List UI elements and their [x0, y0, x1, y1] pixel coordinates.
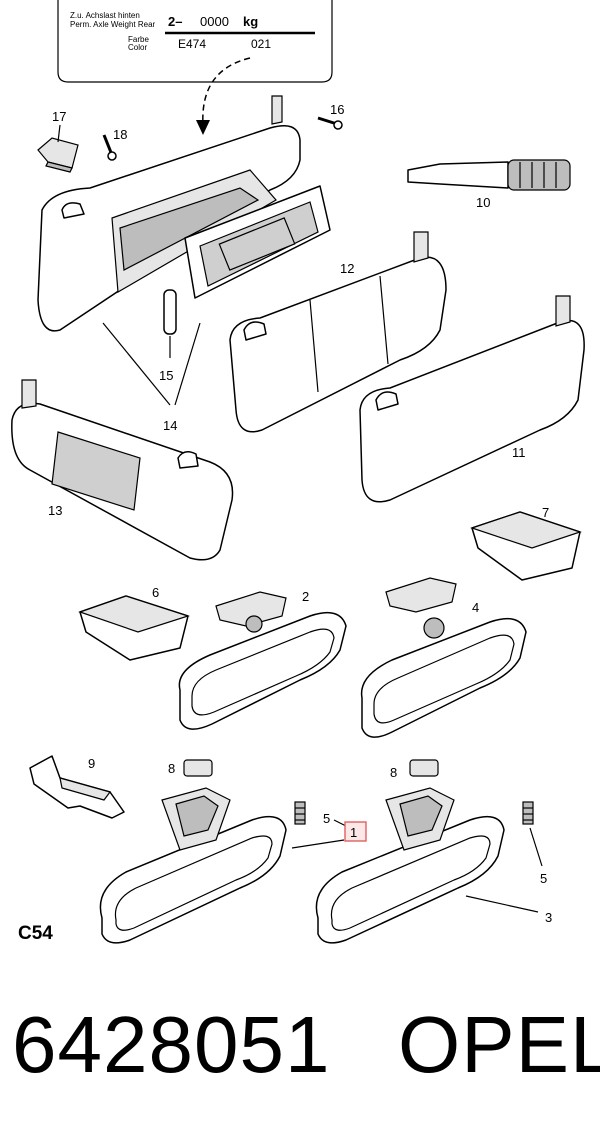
callout-11: 11 [512, 445, 526, 460]
spring-part-5-left [294, 801, 306, 825]
bracket-part-9 [29, 755, 125, 819]
callout-16: 16 [330, 102, 344, 117]
spring-part-5-right [522, 801, 534, 825]
plate-axle-weight: 0000 [200, 14, 229, 29]
plate-axle-line2: Perm. Axle Weight Rear [70, 20, 156, 29]
rear-view-mirror-part-3 [315, 787, 505, 944]
callout-3: 3 [545, 910, 552, 925]
rear-view-mirror-part-2 [178, 591, 347, 730]
rear-view-mirror-part-4 [360, 577, 527, 738]
callout-15: 15 [159, 368, 173, 383]
removal-tool-part-10 [407, 159, 571, 191]
callout-7: 7 [542, 505, 549, 520]
plate-pointer-arrow [202, 57, 251, 126]
callout-8-left: 8 [168, 761, 175, 776]
parts-diagram: Z.u. Achslast hinten Perm. Axle Weight R… [11, 0, 585, 944]
cover-part-7 [470, 511, 582, 581]
highlight-box-part-1 [344, 821, 367, 842]
callout-12: 12 [340, 261, 354, 276]
sun-visor-part-11 [359, 295, 585, 503]
sun-visor-part-12 [229, 231, 447, 433]
clip-part-8-left [183, 759, 213, 777]
bulb-part-15 [163, 289, 177, 358]
catalog-code: C54 [18, 923, 53, 944]
sun-visor-part-13 [11, 379, 234, 561]
cover-part-6 [78, 595, 190, 661]
plate-color-label2: Color [128, 43, 147, 52]
callout-13: 13 [48, 503, 62, 518]
plate-color-number: 021 [251, 37, 271, 51]
plate-axle-value: 2– [168, 14, 182, 29]
plate-axle-line1: Z.u. Achslast hinten [70, 11, 140, 20]
vehicle-label-plate: Z.u. Achslast hinten Perm. Axle Weight R… [57, 0, 333, 83]
clip-part-17 [37, 124, 79, 173]
callout-5-right: 5 [540, 871, 547, 886]
callout-4: 4 [472, 600, 479, 615]
callout-2: 2 [302, 589, 309, 604]
footer: 6428051 OPEL [0, 995, 600, 1115]
screw-part-16 [317, 116, 343, 130]
callout-6: 6 [152, 585, 159, 600]
callout-14: 14 [163, 418, 177, 433]
callout-8-right: 8 [390, 765, 397, 780]
callout-1: 1 [350, 825, 357, 840]
rear-view-mirror-part-1 [99, 787, 287, 944]
callout-9: 9 [88, 756, 95, 771]
brand-name: OPEL [398, 1000, 600, 1089]
callout-5-left: 5 [323, 811, 330, 826]
callout-17: 17 [52, 109, 66, 124]
screw-part-18 [102, 134, 117, 161]
clip-part-8-right [409, 759, 439, 777]
callout-10: 10 [476, 195, 490, 210]
plate-color-code: E474 [178, 37, 206, 51]
plate-color-label1: Farbe [128, 35, 149, 44]
part-number: 6428051 [12, 1000, 331, 1089]
sun-visor-with-mirror [37, 95, 331, 332]
callout-18: 18 [113, 127, 127, 142]
plate-axle-unit: kg [243, 14, 258, 29]
